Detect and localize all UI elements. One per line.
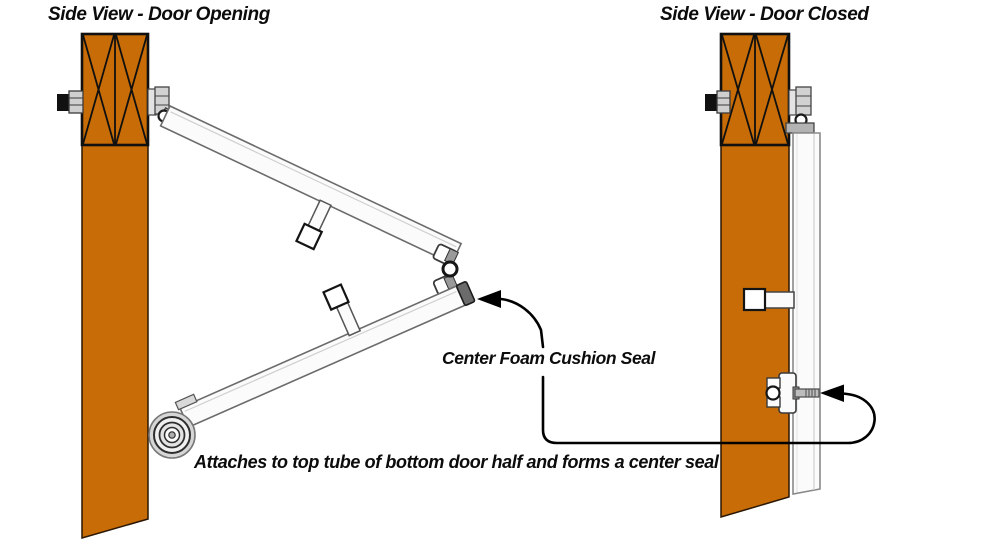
foam-cushion-seal [455,281,476,306]
center-seal-latch [765,372,820,414]
bottom-door-panel [174,281,476,429]
seal-leader-line-right [541,375,876,445]
roller-bracket [174,393,198,411]
post-bolt [57,90,84,114]
roller-wheel [148,411,196,459]
threaded-rod [794,388,820,398]
bottom-panel-latch-stub [322,283,362,337]
leader-lines [477,290,876,445]
latch-stub-bracket [742,287,795,312]
door-closed-title: Side View - Door Closed [660,4,869,25]
hinge-cap [785,122,815,134]
top-door-panel [159,104,463,265]
hinge-pin [441,260,459,278]
seal-leader-line-left [499,297,545,349]
center-foam-cushion-seal-label: Center Foam Cushion Seal [442,348,656,368]
center-hinge [432,243,460,296]
top-hinge [785,86,815,134]
door-opening-title: Side View - Door Opening [48,4,270,25]
arrow-left-icon [477,290,501,308]
door-panel [792,132,821,495]
door-closed-view [705,32,821,519]
top-panel-latch-stub [294,199,332,251]
post-bolt [705,90,731,114]
arrow-left-icon [820,384,844,402]
door-opening-view [57,32,476,539]
latch-pin [765,385,781,401]
seal-description-caption: Attaches to top tube of bottom door half… [194,452,719,472]
